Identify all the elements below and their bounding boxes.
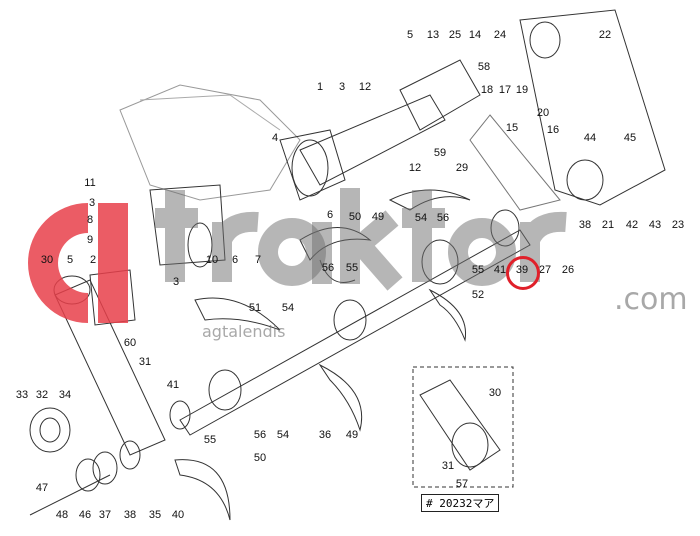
- part-number-label: 23: [671, 219, 685, 231]
- part-number-label: 26: [561, 264, 575, 276]
- watermark-sub: agtalendis: [202, 322, 286, 341]
- part-number-label: 44: [583, 132, 597, 144]
- part-number-label: 27: [538, 264, 552, 276]
- part-number-label: 21: [601, 219, 615, 231]
- part-number-label: 60: [123, 337, 137, 349]
- part-number-label: 6: [326, 209, 334, 221]
- part-number-label: 22: [598, 29, 612, 41]
- part-number-label: 54: [281, 302, 295, 314]
- part-number-label: 32: [35, 389, 49, 401]
- watermark-logo: [18, 198, 168, 328]
- part-number-label: 1: [316, 81, 324, 93]
- part-number-label: 12: [358, 81, 372, 93]
- part-number-label: 3: [338, 81, 346, 93]
- part-number-label: 8: [86, 214, 94, 226]
- part-number-label: 14: [468, 29, 482, 41]
- logo-mark: [28, 203, 128, 323]
- part-number-label: 45: [623, 132, 637, 144]
- part-number-label: 57: [455, 478, 469, 490]
- part-number-label: 9: [86, 234, 94, 246]
- part-number-label: 50: [348, 211, 362, 223]
- part-number-label: 31: [441, 460, 455, 472]
- part-number-label: 59: [433, 147, 447, 159]
- part-number-label: 12: [408, 162, 422, 174]
- part-number-label: 46: [78, 509, 92, 521]
- part-number-label: 41: [493, 264, 507, 276]
- part-number-label: 13: [426, 29, 440, 41]
- part-number-label: 31: [138, 356, 152, 368]
- part-number-label: 55: [203, 434, 217, 446]
- part-number-label: 48: [55, 509, 69, 521]
- part-number-label: 2: [89, 254, 97, 266]
- part-number-label: 3: [172, 276, 180, 288]
- part-number-label: 51: [248, 302, 262, 314]
- part-number-label: 33: [15, 389, 29, 401]
- part-number-label: 56: [436, 212, 450, 224]
- part-number-label: 38: [578, 219, 592, 231]
- part-number-label: 35: [148, 509, 162, 521]
- part-number-label: 56: [253, 429, 267, 441]
- part-number-label: 15: [505, 122, 519, 134]
- watermark-domain: .com: [614, 282, 688, 317]
- part-number-label: 56: [321, 262, 335, 274]
- part-number-label: 50: [253, 452, 267, 464]
- part-number-label: 20: [536, 107, 550, 119]
- highlight-circle: [506, 256, 540, 290]
- part-number-label: 54: [276, 429, 290, 441]
- part-number-label: 29: [455, 162, 469, 174]
- part-number-label: 11: [84, 177, 96, 189]
- part-number-label: 5: [406, 29, 414, 41]
- part-number-label: 7: [254, 254, 262, 266]
- reference-code: # 20232マア: [421, 494, 500, 512]
- part-number-label: 49: [371, 211, 385, 223]
- part-number-label: 30: [488, 387, 502, 399]
- part-number-label: 55: [345, 262, 359, 274]
- part-number-label: 38: [123, 509, 137, 521]
- part-number-label: 19: [515, 84, 529, 96]
- part-number-label: 6: [231, 254, 239, 266]
- part-number-label: 52: [471, 289, 485, 301]
- part-number-label: 47: [35, 482, 49, 494]
- part-number-label: 30: [40, 254, 54, 266]
- part-number-label: 10: [205, 254, 219, 266]
- part-number-label: 24: [493, 29, 507, 41]
- part-number-label: 34: [58, 389, 72, 401]
- part-number-label: 3: [88, 197, 96, 209]
- part-number-label: 40: [171, 509, 185, 521]
- part-number-label: 49: [345, 429, 359, 441]
- part-number-label: 5: [66, 254, 74, 266]
- part-number-label: 42: [625, 219, 639, 231]
- part-number-label: 54: [414, 212, 428, 224]
- part-number-label: 18: [480, 84, 494, 96]
- part-number-label: 17: [498, 84, 512, 96]
- part-number-label: 16: [546, 124, 560, 136]
- part-number-label: 55: [471, 264, 485, 276]
- part-number-label: 41: [166, 379, 180, 391]
- part-number-label: 43: [648, 219, 662, 231]
- part-number-label: 25: [448, 29, 462, 41]
- part-number-label: 4: [271, 132, 279, 144]
- part-number-label: 37: [98, 509, 112, 521]
- part-number-label: 58: [477, 61, 491, 73]
- part-number-label: 36: [318, 429, 332, 441]
